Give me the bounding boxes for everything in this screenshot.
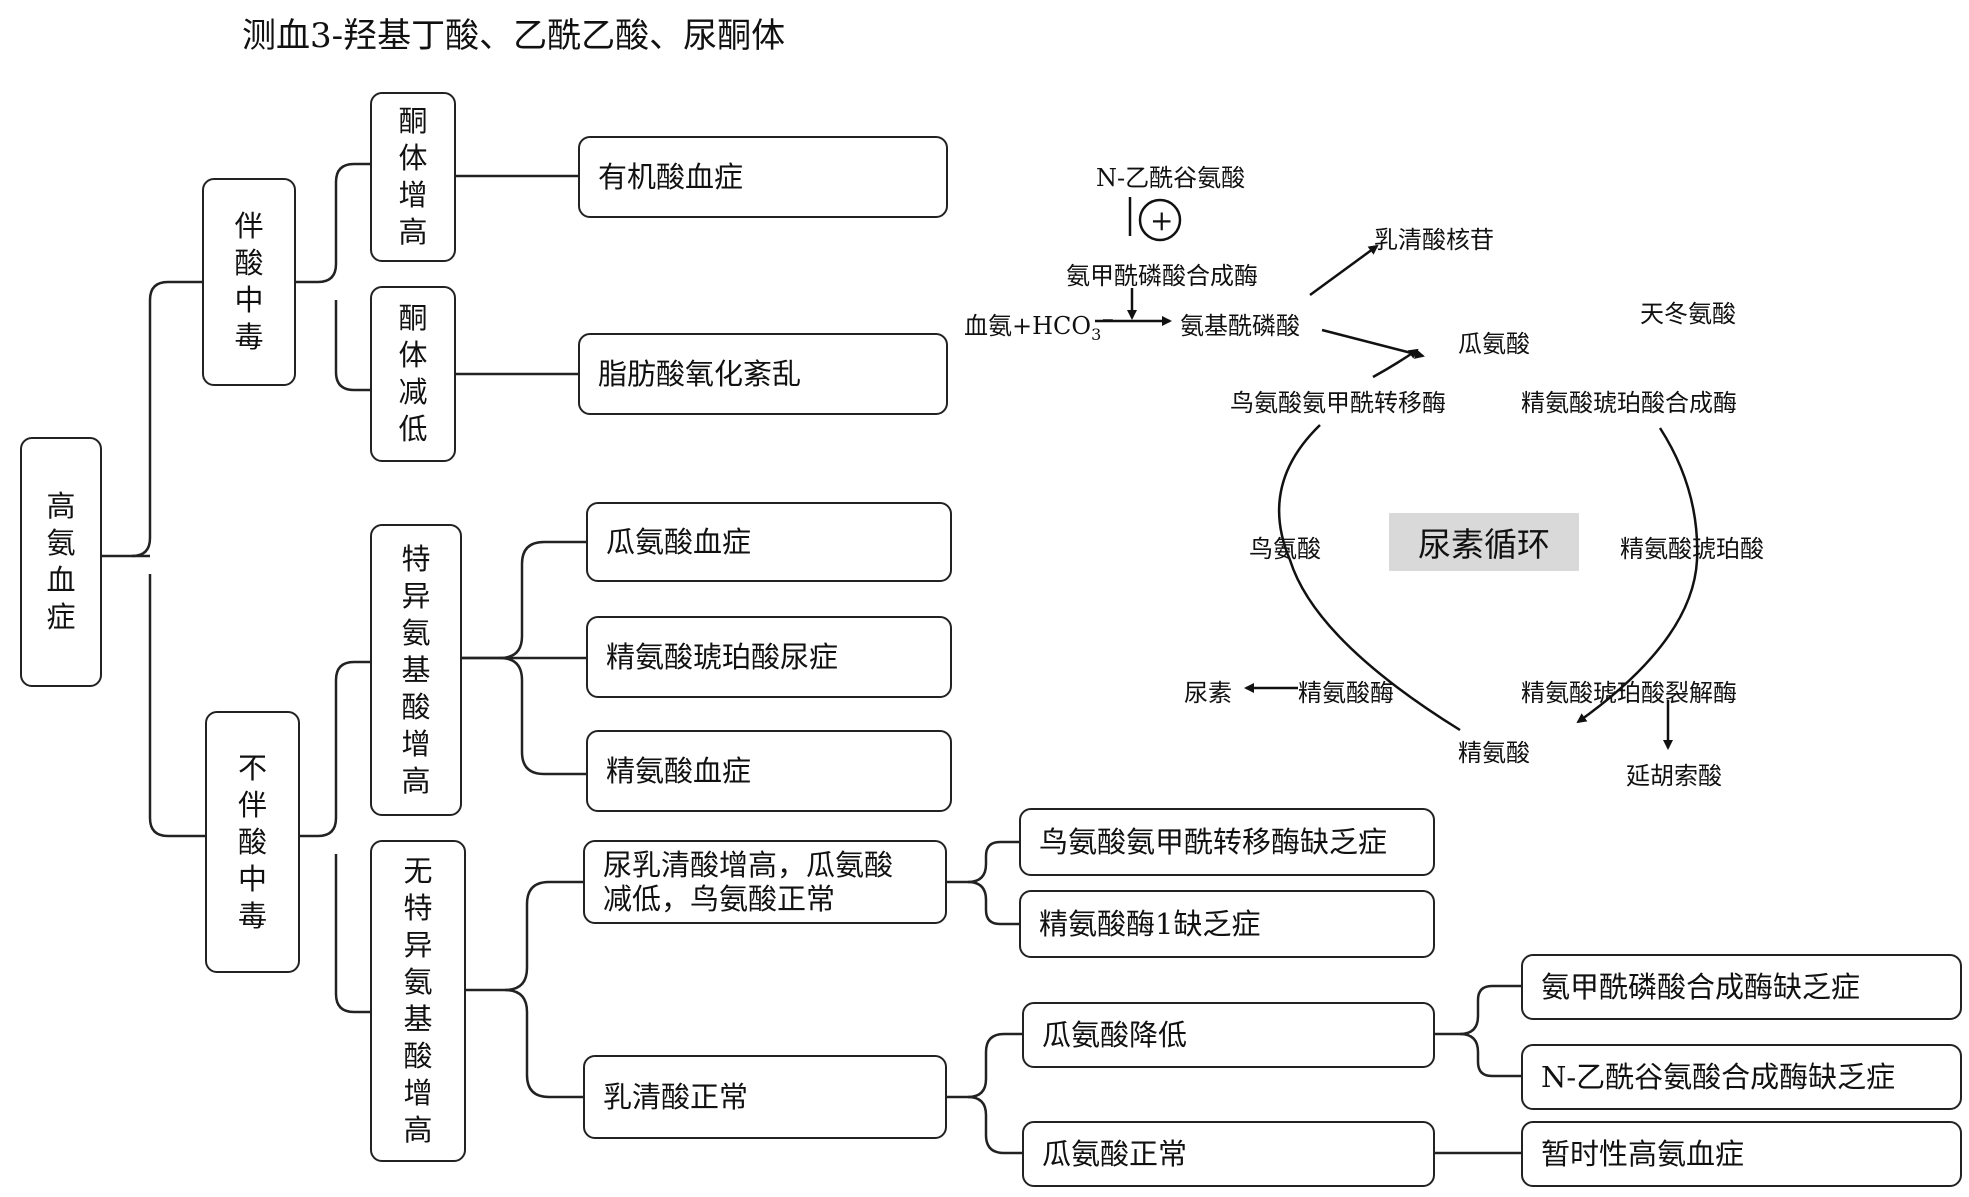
root-box: 高 氨 血 症 [20,437,102,687]
argininosuccinic-aciduria-box: 精氨酸琥珀酸尿症 [586,616,952,698]
argininosuccinate-label: 精氨酸琥珀酸 [1620,535,1764,563]
ketone-high-box: 酮 体 增 高 [370,92,456,262]
arginase1-deficiency-box: 精氨酸酶1缺乏症 [1019,890,1435,958]
orotic-high-line1: 尿乳清酸增高，瓜氨酸 [603,848,894,882]
root-connector [102,280,202,558]
arginase-label: 精氨酸酶 [1298,679,1394,707]
specific-connector [462,540,586,660]
urea-label: 尿素 [1184,679,1232,707]
citrulline-normal-box: 瓜氨酸正常 [1022,1121,1435,1187]
otc-enzyme-label: 鸟氨酸氨甲酰转移酶 [1230,389,1446,417]
ass-enzyme-label: 精氨酸琥珀酸合成酶 [1521,389,1737,417]
specific-aa-high-box: 特 异 氨 基 酸 增 高 [370,524,462,816]
orotic-normal-connector [947,1032,1022,1099]
activation-circle [1138,198,1182,242]
acidosis-connector [296,162,370,284]
nags-deficiency-box: N-乙酰谷氨酸合成酶缺乏症 [1521,1044,1962,1110]
argininemia-box: 精氨酸血症 [586,730,952,812]
no-acidosis-connector [300,660,370,838]
with-acidosis-box: 伴 酸 中 毒 [202,178,296,386]
cycle-right-arc [1576,427,1699,724]
citrulline-label: 瓜氨酸 [1458,330,1530,358]
arginine-label: 精氨酸 [1458,739,1530,767]
orotic-normal-box: 乳清酸正常 [583,1055,947,1139]
nonspecific-aa-high-box: 无 特 异 氨 基 酸 增 高 [370,840,466,1162]
cps-enzyme-label: 氨甲酰磷酸合成酶 [1066,262,1258,290]
cycle-left-arc [1277,424,1461,732]
fumarate-label: 延胡索酸 [1626,762,1722,790]
otc-deficiency-box: 鸟氨酸氨甲酰转移酶缺乏症 [1019,808,1435,876]
carbamoyl-phosphate-label: 氨基酰磷酸 [1180,312,1300,340]
transient-hyperammonemia-box: 暂时性高氨血症 [1521,1121,1962,1187]
organic-acidemia-box: 有机酸血症 [578,136,948,218]
nonspecific-connector [466,880,583,992]
orotic-high-box: 尿乳清酸增高，瓜氨酸 减低，鸟氨酸正常 [583,840,947,924]
ornithine-label: 鸟氨酸 [1249,535,1321,563]
urea-cycle-label: 尿素循环 [1389,513,1579,571]
orotic-high-connector [947,840,1019,884]
ammonia-label: 血氨+HCO3− [964,310,1115,344]
n-acetylglutamate-label: N-乙酰谷氨酸 [1096,164,1246,192]
without-acidosis-box: 不 伴 酸 中 毒 [205,711,300,973]
plus-sign: + [1150,204,1174,237]
diagram-title: 测血3-羟基丁酸、乙酰乙酸、尿酮体 [242,16,786,56]
citrullinemia-box: 瓜氨酸血症 [586,502,952,582]
orotidine-label: 乳清酸核苷 [1374,226,1494,254]
orotic-high-line2: 减低，鸟氨酸正常 [603,882,836,916]
cps-deficiency-box: 氨甲酰磷酸合成酶缺乏症 [1521,954,1962,1020]
fatty-acid-oxidation-box: 脂肪酸氧化紊乱 [578,333,948,415]
asl-enzyme-label: 精氨酸琥珀酸裂解酶 [1521,679,1737,707]
citrulline-low-box: 瓜氨酸降低 [1022,1002,1435,1068]
ketone-low-box: 酮 体 减 低 [370,286,456,462]
citrulline-low-connector [1435,984,1521,1036]
aspartate-label: 天冬氨酸 [1640,300,1736,328]
